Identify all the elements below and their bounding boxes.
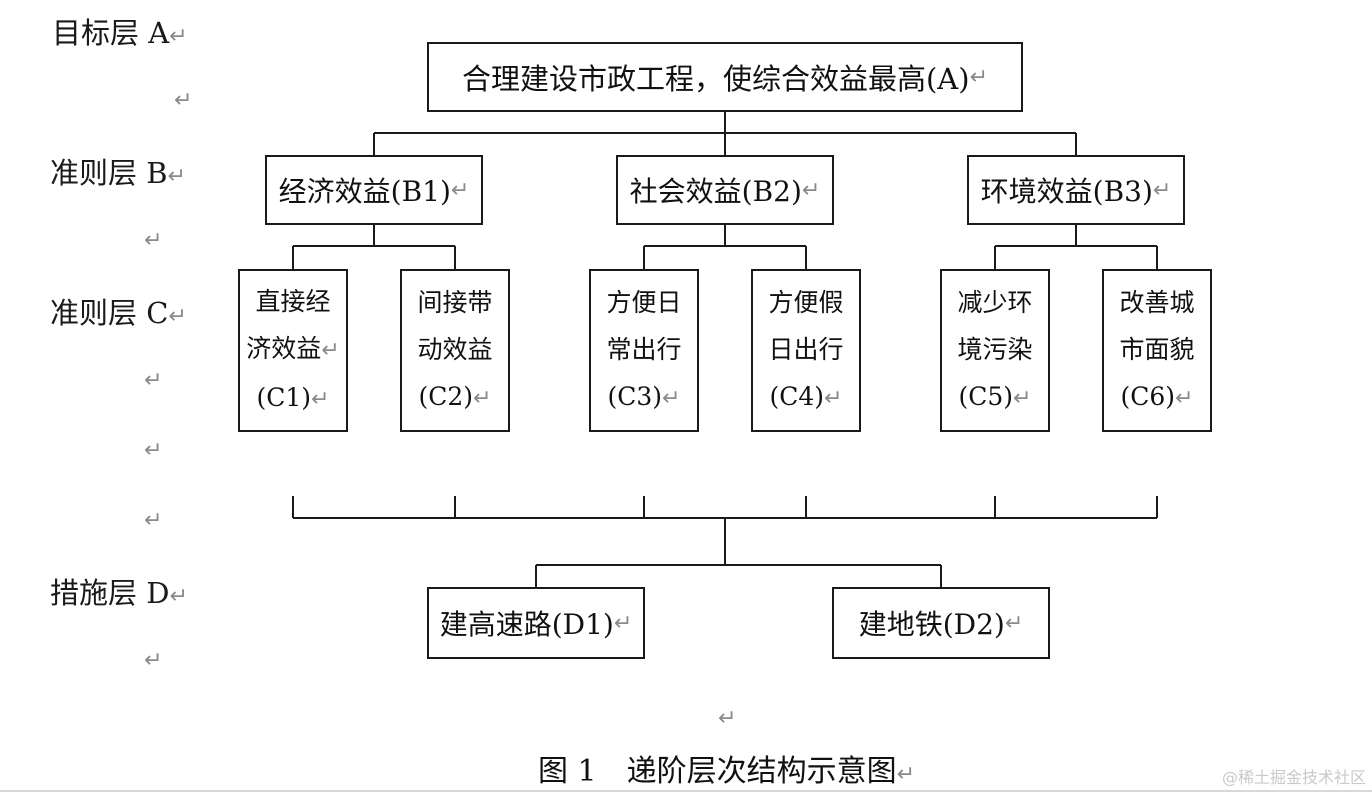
criteria-c4-code: (C4): [769, 382, 825, 411]
figure-number: 图 1: [538, 754, 597, 789]
return-mark-icon: ↵: [1152, 177, 1172, 203]
criteria-c6-line2: 市面貌: [1119, 335, 1195, 364]
return-mark-icon: ↵: [662, 386, 681, 411]
return-mark-icon: ↵: [613, 610, 633, 636]
return-mark-icon: ↵: [1013, 386, 1032, 411]
criteria-c2-line2: 动效益: [417, 335, 493, 364]
criteria-c1-code-row: (C1)↵: [257, 374, 330, 423]
return-mark-icon: ↵: [144, 228, 163, 253]
criteria-c6-box: 改善城 市面貌 (C6)↵: [1102, 269, 1212, 432]
criteria-c2-code: (C2): [418, 382, 474, 411]
return-mark-icon: ↵: [169, 584, 188, 609]
criteria-c4-box: 方便假 日出行 (C4)↵: [751, 269, 861, 432]
criteria-c5-line2: 境污染: [957, 335, 1033, 364]
return-mark-icon: ↵: [718, 706, 737, 731]
criteria-b2-text: 社会效益(B2): [629, 175, 802, 208]
criteria-c2-code-row: (C2)↵: [419, 373, 492, 422]
return-mark-icon: ↵: [168, 304, 187, 329]
criteria-c1-code: (C1): [256, 383, 312, 412]
criteria-c3-line1: 方便日: [606, 288, 682, 317]
return-mark-icon: ↵: [896, 762, 916, 787]
criteria-c2-line1: 间接带: [417, 288, 493, 317]
return-mark-icon: ↵: [473, 386, 492, 411]
criteria-c4-line1: 方便假: [768, 288, 844, 317]
level-label-d-text: 措施层 D: [50, 576, 170, 610]
return-mark-icon: ↵: [311, 387, 330, 412]
criteria-b1-box: 经济效益(B1)↵: [265, 155, 483, 225]
level-label-c: 准则层 C↵: [50, 290, 187, 332]
bottom-divider: [0, 790, 1372, 792]
criteria-c2-box: 间接带 动效益 (C2)↵: [400, 269, 510, 432]
measure-d2-box: 建地铁(D2)↵: [832, 587, 1050, 659]
return-mark-icon: ↵: [169, 24, 188, 49]
criteria-c1-line1: 直接经: [255, 287, 331, 316]
figure-title: 递阶层次结构示意图: [626, 754, 897, 791]
criteria-b1-text: 经济效益(B1): [278, 175, 451, 208]
watermark: @稀土掘金技术社区: [1221, 768, 1366, 787]
goal-box: 合理建设市政工程，使综合效益最高(A)↵: [427, 42, 1023, 112]
level-label-d: 措施层 D↵: [50, 570, 188, 612]
return-mark-icon: ↵: [321, 338, 340, 363]
goal-text: 合理建设市政工程，使综合效益最高(A): [461, 62, 970, 96]
criteria-c5-code-row: (C5)↵: [959, 373, 1032, 422]
criteria-c6-code: (C6): [1120, 382, 1176, 411]
criteria-c6-code-row: (C6)↵: [1121, 373, 1194, 422]
return-mark-icon: ↵: [969, 64, 988, 90]
criteria-c4-code-row: (C4)↵: [770, 373, 843, 422]
level-label-b: 准则层 B↵: [50, 150, 186, 192]
criteria-c6-line1: 改善城: [1119, 288, 1195, 317]
level-label-a: 目标层 A↵: [52, 10, 188, 52]
measure-d1-text: 建高速路(D1): [439, 608, 614, 641]
return-mark-icon: ↵: [167, 164, 186, 189]
level-label-b-text: 准则层 B: [50, 156, 168, 190]
criteria-c4-line2: 日出行: [768, 335, 844, 364]
criteria-c3-box: 方便日 常出行 (C3)↵: [589, 269, 699, 432]
criteria-c3-code: (C3): [607, 382, 663, 411]
return-mark-icon: ↵: [801, 177, 821, 203]
return-mark-icon: ↵: [144, 368, 163, 393]
criteria-c5-box: 减少环 境污染 (C5)↵: [940, 269, 1050, 432]
criteria-b2-box: 社会效益(B2)↵: [616, 155, 834, 225]
return-mark-icon: ↵: [144, 508, 163, 533]
criteria-b3-text: 环境效益(B3): [980, 175, 1153, 208]
return-mark-icon: ↵: [1175, 386, 1194, 411]
criteria-c5-code: (C5): [958, 382, 1014, 411]
criteria-b3-box: 环境效益(B3)↵: [967, 155, 1185, 225]
measure-d1-box: 建高速路(D1)↵: [427, 587, 645, 659]
return-mark-icon: ↵: [824, 386, 843, 411]
level-label-a-text: 目标层 A: [52, 16, 170, 50]
criteria-c1-line2: 济效益: [246, 334, 322, 363]
return-mark-icon: ↵: [1004, 610, 1024, 636]
criteria-c1-line2-row: 济效益↵: [246, 325, 339, 374]
return-mark-icon: ↵: [144, 438, 163, 463]
level-label-c-text: 准则层 C: [50, 296, 169, 330]
criteria-c5-line1: 减少环: [957, 288, 1033, 317]
criteria-c3-line2: 常出行: [606, 335, 682, 364]
return-mark-icon: ↵: [450, 177, 470, 203]
return-mark-icon: ↵: [144, 648, 163, 673]
return-mark-icon: ↵: [174, 88, 193, 113]
figure-caption: 图 1 递阶层次结构示意图↵: [538, 746, 916, 791]
measure-d2-text: 建地铁(D2): [858, 608, 1005, 641]
criteria-c3-code-row: (C3)↵: [608, 373, 681, 422]
criteria-c1-box: 直接经 济效益↵ (C1)↵: [238, 269, 348, 432]
